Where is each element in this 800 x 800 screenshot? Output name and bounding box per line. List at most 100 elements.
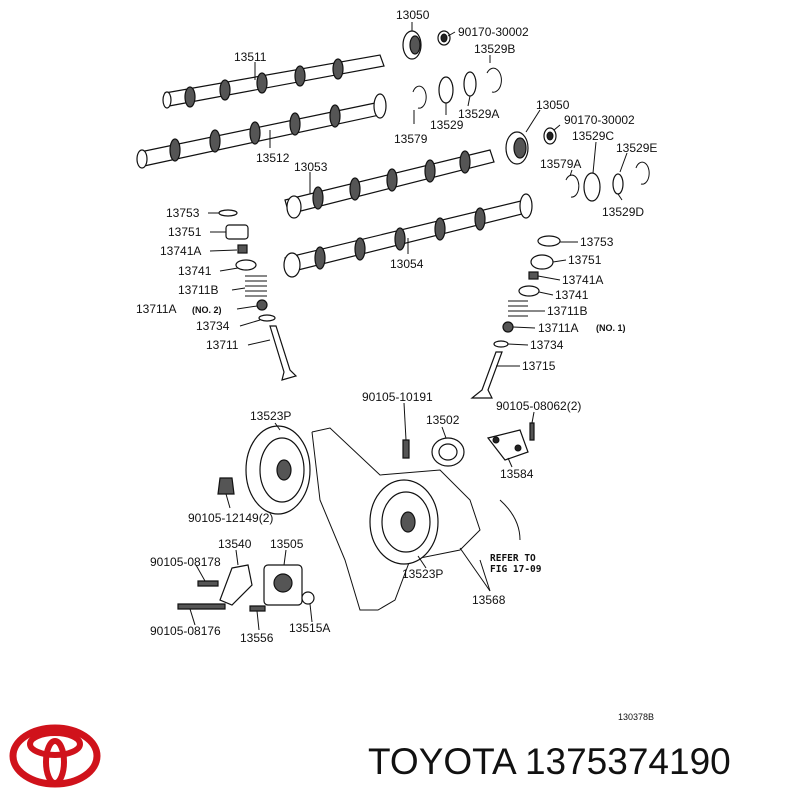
label-13734-right: 13734 [530,338,564,352]
shim-13753-left [218,209,238,217]
camshaft-13054 [283,193,533,278]
snap-ring-13529E [635,161,650,185]
retainer-13741-right [518,285,540,297]
leader-lines [189,22,628,631]
bolt-90105-08178 [197,580,219,587]
brand-part-number: TOYOTA 1375374190 [368,741,731,782]
label-13502: 13502 [426,413,460,427]
ring-13579A [565,174,580,198]
label-13711B-left: 13711B [178,283,218,297]
refer-note-line2: FIG 17-09 [490,564,542,575]
seat-13734-left [258,314,276,322]
label-90105-12149: 90105-12149(2) [188,511,273,525]
seat-13734-right [493,340,509,348]
valve-13715 [470,351,503,399]
label-13711B-right: 13711B [547,304,587,318]
label-90105-08062: 90105-08062(2) [496,399,581,413]
seal-13711A-left [256,299,268,311]
refer-note-line1: REFER TO [490,553,536,564]
label-13556: 13556 [240,631,274,645]
label-90105-10191: 90105-10191 [362,390,433,404]
ring-13529D [612,173,624,195]
keeper-13741A-left [237,244,248,254]
shim-13753-right [537,235,561,247]
tensioner-13505 [263,564,303,606]
ring-13579 [412,85,427,109]
camshaft-13053 [284,149,495,219]
label-13751-left: 13751 [168,225,202,239]
label-13741A-left: 13741A [160,244,201,258]
label-13512: 13512 [256,151,290,165]
label-13053: 13053 [294,160,328,174]
label-13751-right: 13751 [568,253,602,267]
label-13711: 13711 [206,338,239,352]
timing-belt [311,427,481,611]
valve-13711 [269,325,298,381]
part-labels: 13050 90170-30002 13529B 13511 13529A 13… [136,8,657,722]
label-13505: 13505 [270,537,304,551]
bolt-90105-10191 [402,439,410,459]
spring-13711B-right [508,300,528,317]
diagram-code: 130378B [618,712,654,722]
nut-90170-mid [543,127,557,145]
label-13753-right: 13753 [580,235,614,249]
nut-13515A [301,591,315,605]
label-13054: 13054 [390,257,424,271]
toyota-logo-icon [9,724,101,788]
label-13515A: 13515A [289,621,330,635]
gear-13529C [583,172,601,202]
label-13568: 13568 [472,593,506,607]
label-13523P-bottom: 13523P [402,567,443,581]
bolt-13556 [249,605,266,612]
label-13753-left: 13753 [166,206,200,220]
camshaft-13511 [162,54,385,109]
label-90170-30002-top: 90170-30002 [458,25,529,39]
pulley-13523P-bottom [369,479,439,565]
lifter-13751-left [225,224,249,240]
label-90105-08178: 90105-08178 [150,555,221,569]
label-13579: 13579 [394,132,428,146]
label-13711A-right: 13711A [538,321,578,335]
spring-13711B-left [245,275,267,297]
label-13540: 13540 [218,537,252,551]
label-13050-top: 13050 [396,8,430,22]
gear-13529A [463,71,477,97]
label-13529: 13529 [430,118,464,132]
bolt-90105-08176 [177,603,226,610]
pulley-13523P-left [245,425,311,515]
label-13741-left: 13741 [178,264,212,278]
label-13529B: 13529B [474,42,515,56]
label-90170-30002-mid: 90170-30002 [564,113,635,127]
label-13715: 13715 [522,359,556,373]
bolt-90105-08062 [529,422,535,441]
snap-ring-13529B [486,67,502,93]
label-13579A: 13579A [540,157,581,171]
seal-13711A-right [502,321,514,333]
label-13711A-left: 13711A [136,302,176,316]
label-13584: 13584 [500,467,534,481]
label-13711A-right-note: (NO. 1) [596,323,626,333]
nut-90170-top [437,30,451,46]
gear-13529 [438,76,454,104]
camshaft-13512 [136,93,387,169]
label-13529E: 13529E [616,141,657,155]
timing-cover-reference [499,499,521,541]
gear-13050-mid [505,131,529,165]
label-13741A-right: 13741A [562,273,603,287]
gear-13050-top [402,30,422,60]
tensioner-arm-13540 [219,564,253,606]
label-13741-right: 13741 [555,288,589,302]
label-13529D: 13529D [602,205,644,219]
label-13523P-top: 13523P [250,409,291,423]
keeper-13741A-right [528,271,539,280]
idler-13502 [431,437,465,467]
label-13511: 13511 [234,50,267,64]
bracket-13584 [486,429,529,461]
bolt-90105-12149 [217,477,235,495]
lifter-13751-right [530,254,554,270]
retainer-13741-left [235,259,257,271]
label-13734-left: 13734 [196,319,230,333]
label-13529A: 13529A [458,107,499,121]
label-13529C: 13529C [572,129,614,143]
